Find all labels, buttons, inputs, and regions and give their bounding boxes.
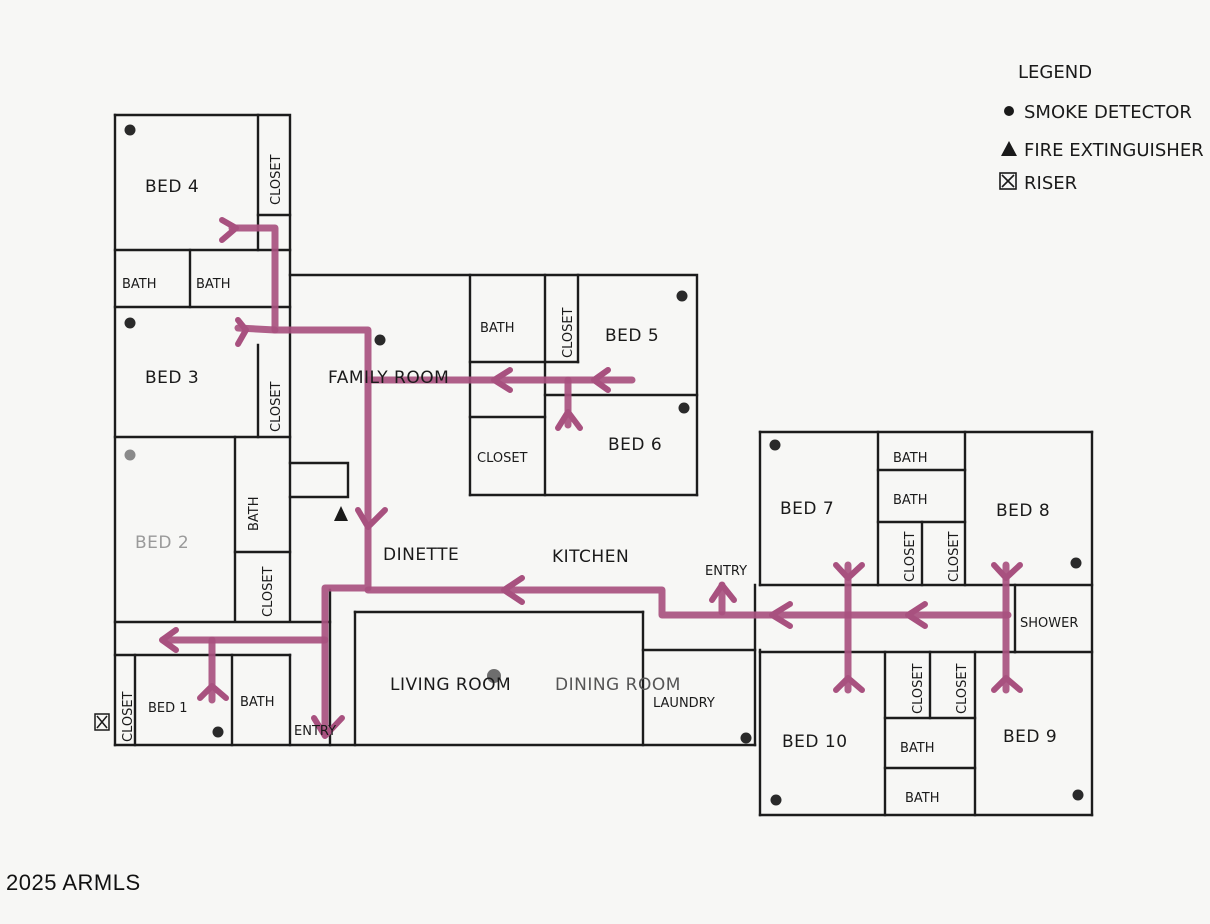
room-label-closet: CLOSET (903, 531, 918, 582)
boxed-x-icon (999, 172, 1017, 190)
room-label-dining-room: DINING ROOM (555, 675, 681, 695)
copyright-watermark: 2025 ARMLS (6, 870, 141, 895)
smoke-detector-icon (1072, 789, 1084, 801)
room-label-closet: CLOSET (269, 381, 284, 432)
legend-item-riser: RISER (1024, 173, 1077, 194)
room-label-closet: CLOSET (911, 663, 926, 714)
arrow-down (311, 715, 345, 739)
room-label-bed8: BED 8 (996, 501, 1050, 521)
smoke-detector-icon (374, 334, 386, 346)
arrow-fork (833, 562, 865, 581)
room-label-closet: CLOSET (561, 307, 576, 358)
smoke-detectors (124, 124, 1084, 806)
arrow-fork (991, 675, 1023, 693)
room-label-bath: BATH (247, 496, 262, 531)
room-label-bed9: BED 9 (1003, 727, 1057, 747)
egress-route (161, 224, 1012, 739)
room-label-bath: BATH (196, 277, 231, 292)
arrow-fork (991, 562, 1023, 581)
triangle-icon (1001, 141, 1017, 156)
smoke-detector-icon (124, 449, 136, 461)
room-label-bath: BATH (893, 493, 928, 508)
room-label-bath: BATH (480, 321, 515, 336)
legend-item-smoke-detector: SMOKE DETECTOR (1024, 102, 1192, 123)
room-label-bed2: BED 2 (135, 533, 189, 553)
room-label-closet: CLOSET (121, 691, 136, 742)
riser-icon (94, 713, 110, 731)
arrow-left (905, 601, 928, 629)
room-label-closet: CLOSET (261, 566, 276, 617)
smoke-detector-icon (740, 732, 752, 744)
room-label-bath: BATH (900, 741, 935, 756)
room-labels: BED 4 BED 3 BED 2 BED 1 BED 5 BED 6 BED … (121, 154, 1078, 806)
arrow-left (219, 217, 239, 243)
room-label-laundry: LAUNDRY (653, 696, 715, 711)
room-label-bed3: BED 3 (145, 368, 199, 388)
smoke-detector-icon (1070, 557, 1082, 569)
room-label-closet: CLOSET (955, 663, 970, 714)
arrow-left (501, 575, 525, 605)
route-arrows (159, 217, 1023, 739)
room-label-bed5: BED 5 (605, 326, 659, 346)
legend-title: LEGEND (1018, 62, 1092, 83)
smoke-detector-icon (769, 439, 781, 451)
room-label-bath: BATH (893, 451, 928, 466)
arrow-left (769, 601, 793, 629)
room-label-closet: CLOSET (947, 531, 962, 582)
room-label-bed7: BED 7 (780, 499, 834, 519)
arrow-fork (833, 675, 865, 693)
room-label-kitchen: KITCHEN (552, 547, 629, 567)
smoke-detector-icon (124, 124, 136, 136)
room-label-dinette: DINETTE (383, 545, 459, 565)
room-label-bed10: BED 10 (782, 732, 848, 752)
smoke-detector-icon (124, 317, 136, 329)
arrow-down (355, 507, 388, 530)
arrow-up (197, 683, 229, 701)
smoke-detector-icon (770, 794, 782, 806)
room-label-closet: CLOSET (269, 154, 284, 205)
walls (113, 113, 1094, 817)
smoke-detector-icon (676, 290, 688, 302)
room-label-entry-main: ENTRY (294, 724, 336, 739)
room-label-bed1: BED 1 (148, 701, 188, 716)
dot-icon (1004, 106, 1014, 116)
room-label-bath: BATH (240, 695, 275, 710)
room-label-closet: CLOSET (477, 451, 528, 466)
arrow-left (159, 627, 179, 653)
arrow-left (235, 317, 249, 347)
room-label-bath: BATH (905, 791, 940, 806)
fire-extinguisher-icon (334, 506, 348, 521)
arrow-up (709, 582, 737, 603)
legend-item-fire-extinguisher: FIRE EXTINGUISHER (1024, 140, 1204, 161)
arrow-left (591, 367, 611, 393)
room-label-bed6: BED 6 (608, 435, 662, 455)
smoke-detector-icon (678, 402, 690, 414)
smoke-detector-icon (212, 726, 224, 738)
legend: LEGEND SMOKE DETECTOR FIRE EXTINGUISHER … (999, 62, 1204, 194)
room-label-bath: BATH (122, 277, 157, 292)
arrow-left (491, 367, 513, 393)
room-label-family-room: FAMILY ROOM (328, 368, 449, 388)
smoke-detector-icon (487, 669, 501, 683)
room-label-bed4: BED 4 (145, 177, 199, 197)
room-label-entry-east: ENTRY (705, 564, 747, 579)
room-label-shower: SHOWER (1020, 616, 1078, 631)
room-label-living-room: LIVING ROOM (390, 675, 511, 695)
arrow-up (555, 409, 583, 431)
